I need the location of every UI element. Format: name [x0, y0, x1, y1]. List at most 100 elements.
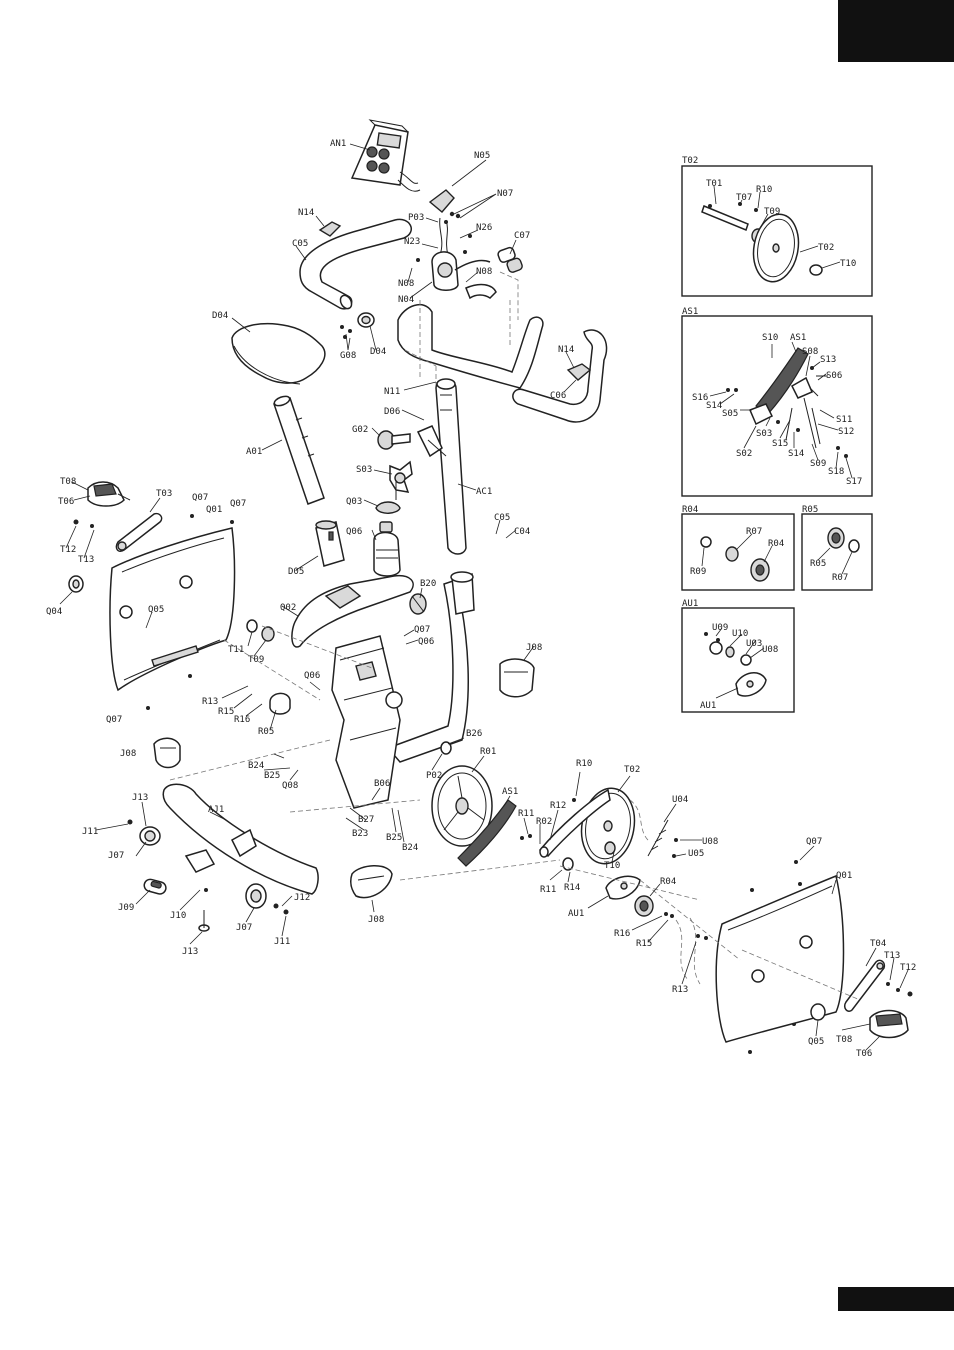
- part-label: P03: [408, 213, 424, 223]
- small-wheel-p02: [440, 741, 452, 755]
- part-label: J08: [526, 643, 542, 653]
- part-label: C07: [514, 231, 530, 241]
- star-knob-s03: [389, 460, 413, 500]
- page-tab-bottom: [838, 1287, 954, 1311]
- part-label: S10: [762, 333, 778, 343]
- part-label: J09: [118, 903, 134, 913]
- part-label: A01: [246, 447, 262, 457]
- part-label: Q05: [808, 1037, 824, 1047]
- saddle: [231, 322, 326, 384]
- part-label: T10: [604, 861, 620, 871]
- part-label: Q05: [148, 605, 164, 615]
- part-label: T06: [856, 1049, 872, 1059]
- carriage-cover: [324, 585, 362, 609]
- part-label: B06: [374, 779, 390, 789]
- part-label: T13: [884, 951, 900, 961]
- part-label: C05: [292, 239, 308, 249]
- part-label: Q03: [346, 497, 362, 507]
- part-label: J11: [82, 827, 98, 837]
- part-label: B20: [420, 579, 436, 589]
- part-label: C06: [550, 391, 566, 401]
- part-label: T02: [818, 243, 834, 253]
- part-label: R15: [218, 707, 234, 717]
- part-label: G02: [352, 425, 368, 435]
- part-label: AS1: [790, 333, 806, 343]
- part-label: J08: [368, 915, 384, 925]
- bottle: [373, 521, 401, 577]
- knob-b20: [409, 593, 427, 615]
- part-label: Q06: [418, 637, 434, 647]
- part-label: R09: [690, 567, 706, 577]
- part-label: S14: [706, 401, 722, 411]
- part-label: J13: [132, 793, 148, 803]
- part-label: C05: [494, 513, 510, 523]
- part-label: S18: [828, 467, 844, 477]
- inset-titles: T02 AS1 R04 R05 AU1: [682, 156, 818, 609]
- part-label: J08: [120, 749, 136, 759]
- part-label: T03: [156, 489, 172, 499]
- part-label: R16: [234, 715, 250, 725]
- part-label: N08: [398, 279, 414, 289]
- handlebar-left: [299, 218, 412, 310]
- part-label: J10: [170, 911, 186, 921]
- part-label: S17: [846, 477, 862, 487]
- part-label: D04: [370, 347, 386, 357]
- brake-arm: [457, 799, 517, 867]
- stabilizer-bolts: [127, 819, 289, 915]
- part-label: Q07: [414, 625, 430, 635]
- front-stabilizer: [162, 783, 319, 895]
- part-label: U08: [702, 837, 718, 847]
- part-label: S15: [772, 439, 788, 449]
- pedal-left: [87, 481, 131, 507]
- inset-leaders: [701, 185, 853, 575]
- part-label: J13: [182, 947, 198, 957]
- part-label: R02: [536, 817, 552, 827]
- part-label: Q01: [206, 505, 222, 515]
- part-label: Q04: [46, 607, 62, 617]
- part-label: T12: [900, 963, 916, 973]
- leader-lines: [59, 143, 909, 1051]
- part-label: T09: [248, 655, 264, 665]
- part-label: B25: [386, 833, 402, 843]
- part-label: T12: [60, 545, 76, 555]
- end-caps: [497, 246, 523, 273]
- part-label: R11: [540, 885, 556, 895]
- part-label: R10: [756, 185, 772, 195]
- foot-j09: [143, 878, 167, 895]
- part-label: Q07: [806, 837, 822, 847]
- part-label: T10: [840, 259, 856, 269]
- end-cap-j08-upper: [499, 658, 535, 698]
- part-label: S09: [810, 459, 826, 469]
- wheel-j07-left: [139, 826, 161, 846]
- part-label: T02: [624, 765, 640, 775]
- part-label: R05: [258, 727, 274, 737]
- console-bracket: [428, 189, 455, 213]
- part-label: AU1: [700, 701, 716, 711]
- guide-lines: [169, 625, 861, 1001]
- page-tab-top: [838, 0, 954, 62]
- cover-right: [715, 874, 845, 1043]
- part-label: B26: [466, 729, 482, 739]
- part-label: Q07: [230, 499, 246, 509]
- pedal-right: [869, 1009, 909, 1039]
- part-label: U08: [762, 645, 778, 655]
- tension-spring-u04: [647, 819, 669, 857]
- part-label: U04: [672, 795, 688, 805]
- part-label: Q08: [282, 781, 298, 791]
- part-label: D06: [384, 407, 400, 417]
- part-label: AC1: [476, 487, 492, 497]
- part-label: T07: [736, 193, 752, 203]
- inset-title-au1: AU1: [682, 599, 698, 609]
- part-label: N14: [558, 345, 574, 355]
- part-label: AU1: [568, 909, 584, 919]
- end-cap-j08-front: [153, 737, 181, 769]
- part-label: N14: [298, 208, 314, 218]
- bracket-d06: [416, 425, 447, 458]
- part-label: R15: [636, 939, 652, 949]
- grip-sensor-left: [318, 221, 342, 237]
- adjust-knob-g02: [377, 430, 411, 450]
- part-label: R11: [518, 809, 534, 819]
- left-small-parts: [68, 514, 275, 710]
- inset-title-r04: R04: [682, 505, 698, 515]
- part-label: B24: [402, 843, 418, 853]
